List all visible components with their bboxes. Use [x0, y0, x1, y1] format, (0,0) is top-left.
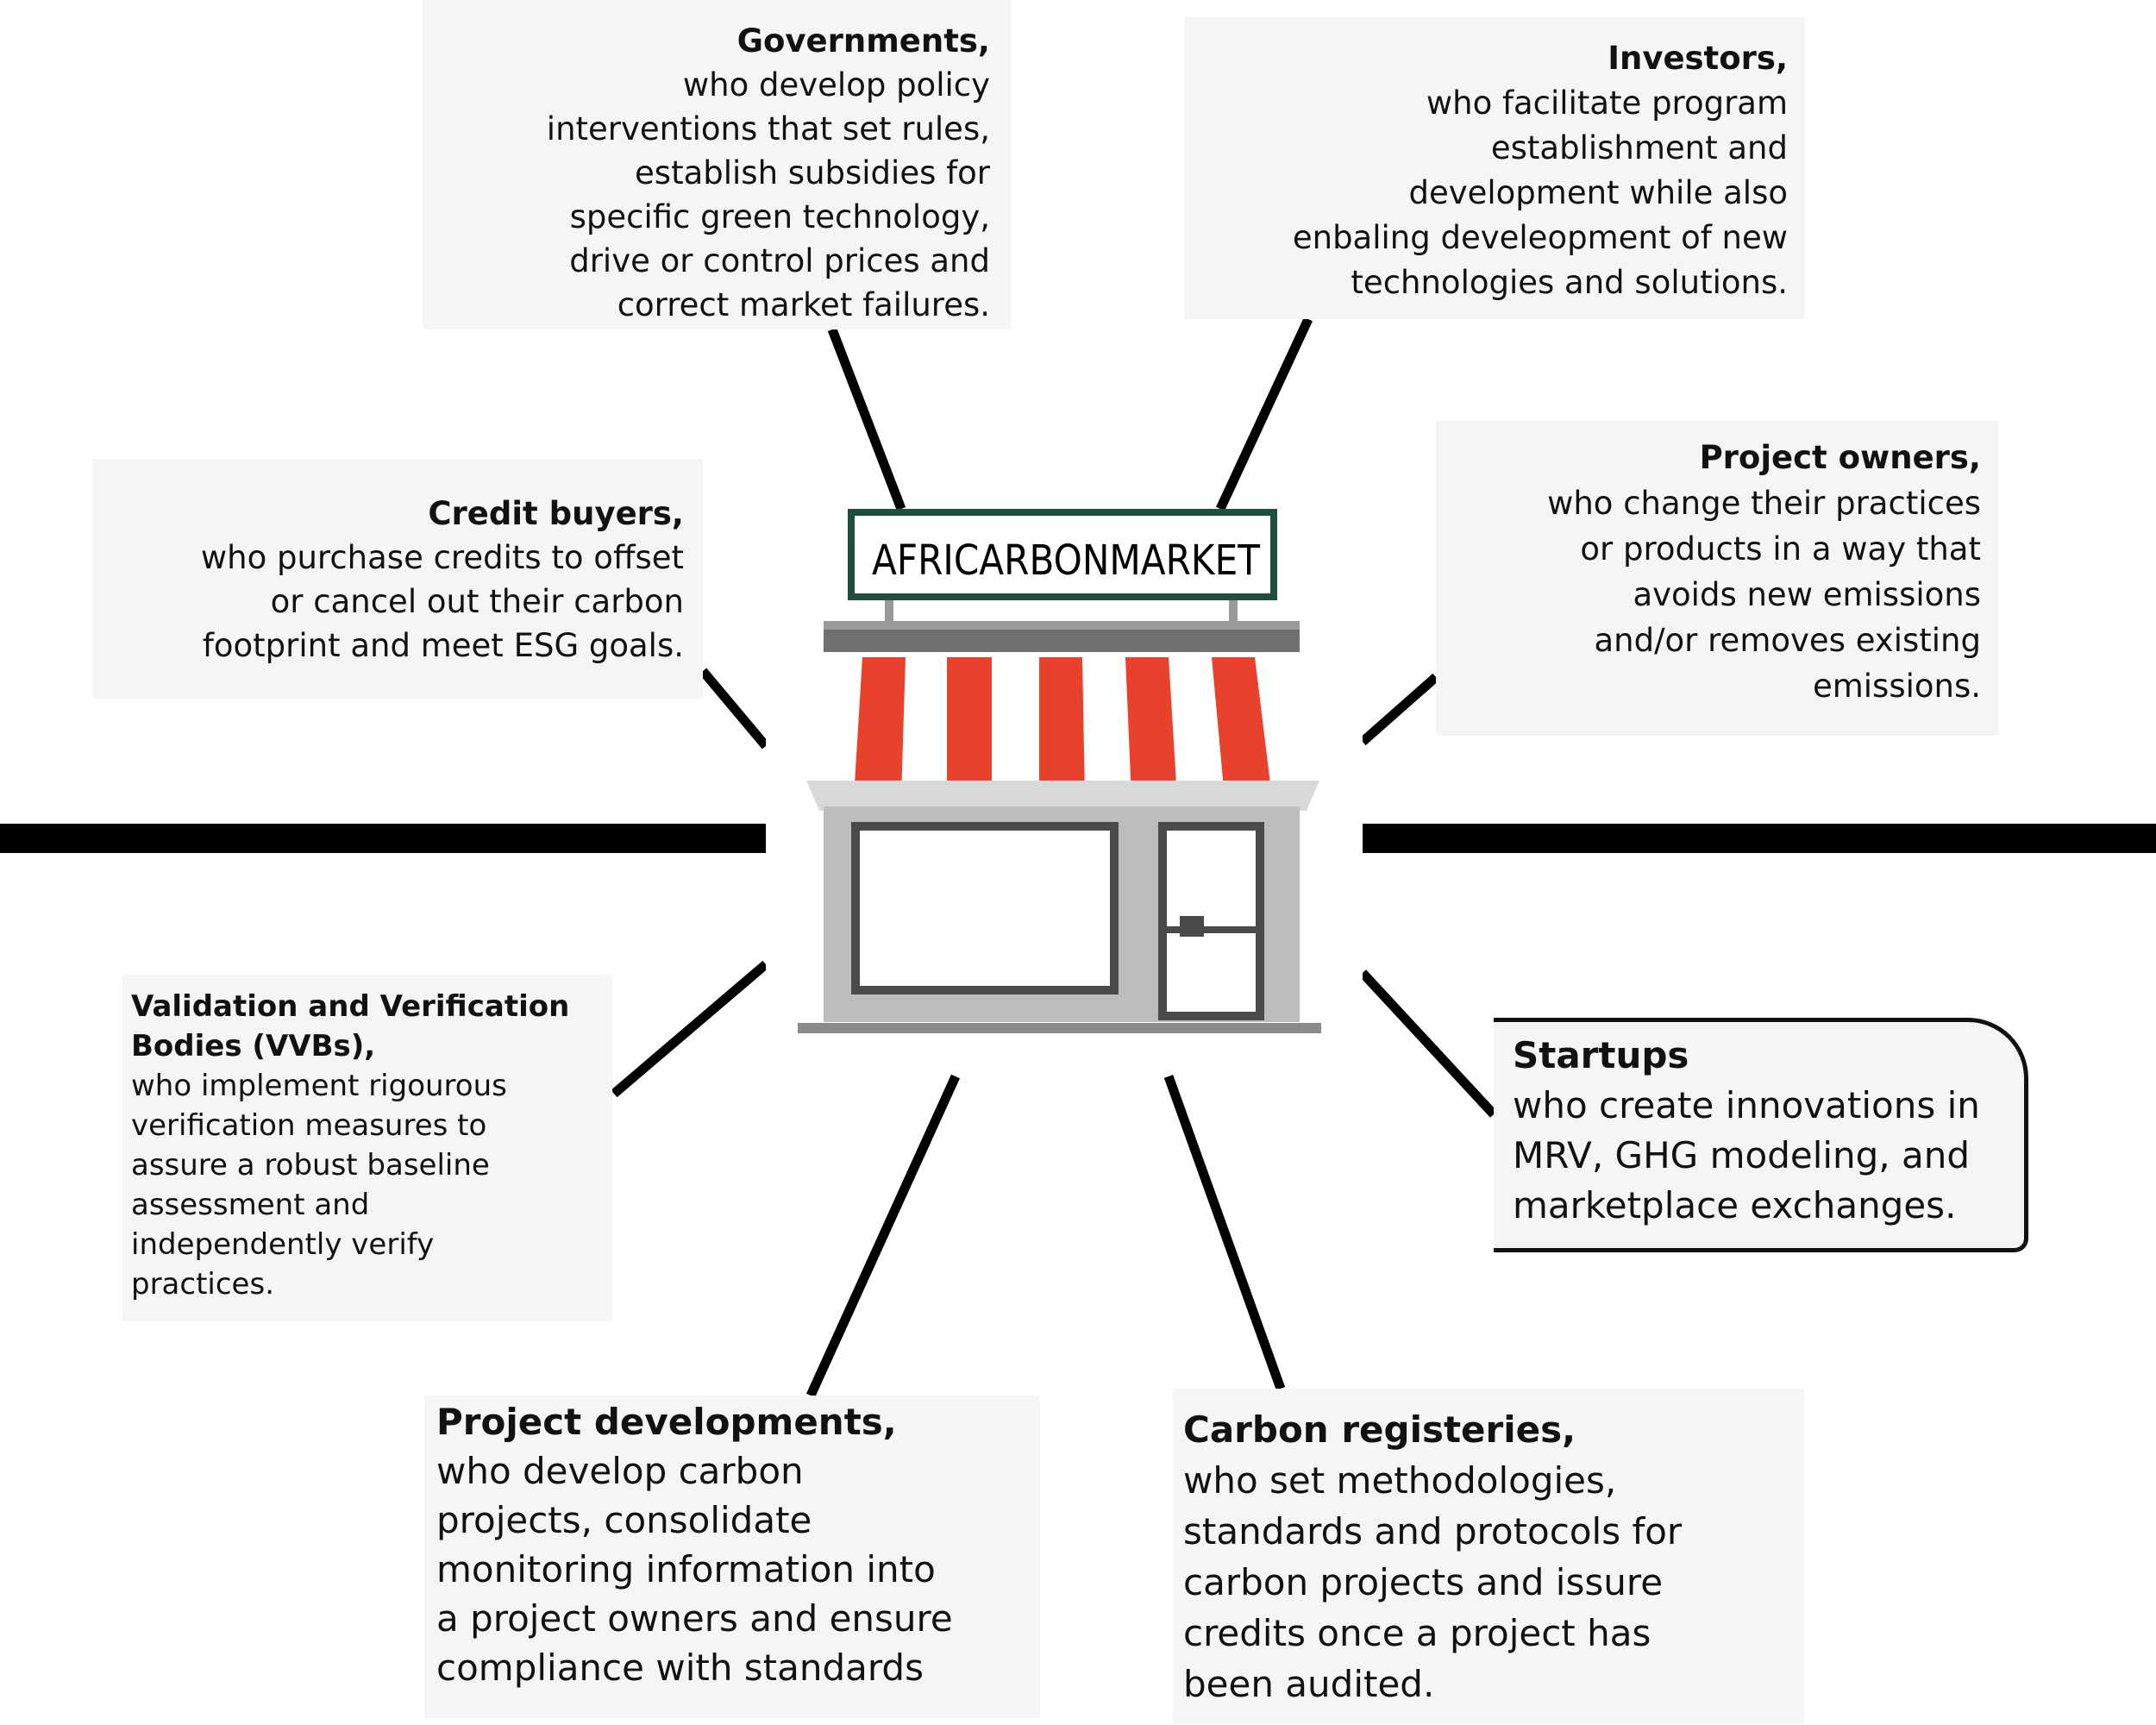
description-line: drive or control prices and — [569, 242, 990, 279]
description-line: MRV, GHG modeling, and — [1513, 1134, 1971, 1176]
connector-governments — [827, 328, 906, 511]
connector-project-developments — [805, 1074, 961, 1398]
stakeholder-title: Project developments, — [436, 1401, 897, 1443]
description-line: avoids new emissions — [1633, 576, 1981, 613]
connector-startups — [1358, 969, 1498, 1118]
description-line: carbon projects and issure — [1183, 1561, 1664, 1603]
description-line: been audited. — [1183, 1663, 1435, 1705]
sign-board — [848, 509, 1277, 600]
connector-vvbs — [611, 960, 769, 1098]
description-line: practices. — [131, 1267, 274, 1302]
description-line: standards and protocols for — [1183, 1510, 1683, 1552]
stakeholder-title: Startups — [1513, 1034, 1689, 1076]
description-line: and/or removes existing — [1594, 622, 1981, 659]
stakeholder-title: Bodies (VVBs), — [131, 1029, 376, 1063]
stakeholder-project-owners: Project owners, who change their practic… — [1436, 421, 1998, 736]
stakeholder-investors: Investors, who facilitate program establ… — [1184, 17, 1805, 319]
description-line: who facilitate program — [1426, 85, 1788, 122]
description-line: who create innovations in — [1513, 1084, 1980, 1126]
description-line: who purchase credits to offset — [200, 539, 684, 576]
description-line: projects, consolidate — [436, 1499, 812, 1541]
description-line: who set methodologies, — [1183, 1459, 1617, 1502]
description-line: verification measures to — [131, 1108, 487, 1143]
description-line: who develop policy — [682, 66, 990, 104]
description-line: emissions. — [1812, 668, 1981, 705]
description-line: correct market failures. — [617, 286, 990, 323]
description-line: compliance with standards — [436, 1647, 924, 1689]
description-line: assure a robust baseline — [131, 1148, 490, 1182]
stakeholder-carbon-registeries: Carbon registeries, who set methodologie… — [1173, 1389, 1804, 1723]
description-line: who implement rigourous — [131, 1069, 507, 1103]
connector-credit-buyers — [699, 668, 770, 750]
stakeholder-title: Project owners, — [1699, 439, 1981, 476]
description-line: marketplace exchanges. — [1513, 1184, 1957, 1226]
description-line: establish subsidies for — [635, 154, 990, 191]
stakeholder-title: Investors, — [1608, 40, 1788, 77]
stakeholder-title: Governments, — [736, 22, 990, 60]
connector-carbon-registeries — [1163, 1075, 1286, 1390]
description-line: independently verify — [131, 1227, 435, 1262]
description-line: interventions that set rules, — [546, 110, 990, 147]
description-line: who change their practices — [1547, 485, 1981, 522]
stakeholder-credit-buyers: Credit buyers, who purchase credits to o… — [92, 459, 703, 699]
description-line: establishment and — [1490, 129, 1788, 166]
stakeholder-title: Validation and Verification — [131, 989, 570, 1024]
stakeholder-title: Carbon registeries, — [1183, 1408, 1576, 1451]
description-line: or products in a way that — [1580, 530, 1981, 568]
sign-text: AFRICARBONMARKET — [872, 536, 1261, 585]
description-line: a project owners and ensure — [436, 1597, 953, 1640]
description-line: specific green technology, — [569, 198, 990, 235]
description-line: enbaling develeopment of new — [1292, 219, 1788, 256]
stakeholder-project-developments: Project developments, who develop carbon… — [424, 1396, 1040, 1718]
description-line: assessment and — [131, 1188, 370, 1222]
stakeholder-vvbs: Validation and Verification Bodies (VVBs… — [122, 975, 612, 1321]
description-line: development while also — [1408, 174, 1788, 211]
connector-project-owners — [1359, 673, 1439, 746]
description-line: or cancel out their carbon — [270, 583, 684, 620]
stakeholder-title: Credit buyers, — [428, 495, 684, 532]
stakeholder-startups: Startups who create innovations in MRV, … — [1494, 1018, 2028, 1252]
description-line: technologies and solutions. — [1351, 264, 1788, 301]
description-line: monitoring information into — [436, 1548, 936, 1590]
connector-investors — [1216, 317, 1313, 511]
description-line: who develop carbon — [436, 1450, 804, 1492]
storefront-icon — [766, 597, 1363, 1052]
stakeholder-governments: Governments, who develop policy interven… — [423, 0, 1011, 329]
description-line: footprint and meet ESG goals. — [202, 627, 684, 664]
description-line: credits once a project has — [1183, 1612, 1651, 1654]
